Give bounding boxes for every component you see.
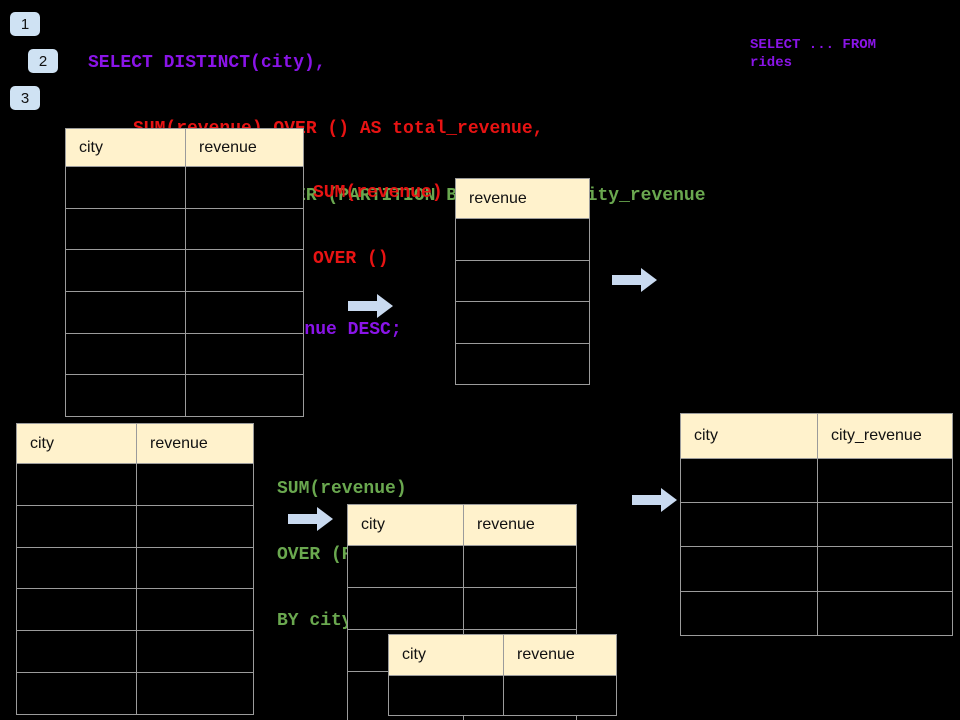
table-cell	[455, 259, 590, 302]
table-cell	[455, 301, 590, 344]
table-cell	[65, 291, 186, 334]
table-row	[347, 587, 577, 630]
table-row	[16, 588, 254, 632]
table-cell	[347, 587, 464, 630]
table-cell	[455, 218, 590, 261]
arrow-right-icon	[348, 294, 393, 318]
column-header: revenue	[503, 634, 617, 676]
table-cell	[16, 546, 137, 590]
table-cell	[65, 207, 186, 251]
table-cell	[817, 590, 953, 636]
table-cell	[463, 545, 577, 588]
table-row	[65, 207, 304, 251]
arrow-right-icon	[612, 268, 657, 292]
step-badge-2: 2	[28, 49, 58, 73]
annotation-line: OVER ()	[313, 249, 389, 269]
table-cell	[463, 587, 577, 630]
side-note-line: rides	[750, 55, 793, 71]
table-cell	[185, 166, 304, 209]
table-cell	[65, 249, 186, 293]
table-row	[347, 545, 577, 588]
table-total-revenue: revenue	[455, 178, 590, 385]
table-cell	[136, 463, 254, 506]
arrow-right-icon	[632, 488, 677, 512]
table-row	[65, 332, 304, 376]
table-cell	[817, 502, 953, 548]
annotation-line: SUM(revenue)	[277, 479, 407, 499]
table-cell	[388, 675, 504, 716]
table-row	[455, 218, 590, 261]
table-row	[680, 590, 953, 636]
column-header: revenue	[455, 178, 590, 219]
table-cell	[185, 374, 304, 418]
annotation-line: SUM(revenue)	[313, 183, 443, 203]
table-cell	[680, 546, 818, 592]
table-row	[455, 259, 590, 302]
table-row	[16, 504, 254, 548]
table-cell	[65, 332, 186, 376]
table-cell	[817, 546, 953, 592]
step-badge-3: 3	[10, 86, 40, 110]
table-cell	[455, 342, 590, 385]
table-cell	[680, 502, 818, 548]
table-cell	[136, 546, 254, 590]
step-badge-1: 1	[10, 12, 40, 36]
table-cell	[16, 463, 137, 506]
table-row	[680, 457, 953, 504]
table-row	[65, 249, 304, 293]
table-cell	[185, 332, 304, 376]
table-cell	[347, 545, 464, 588]
table-cell	[680, 590, 818, 636]
table-cell	[16, 588, 137, 632]
sql-side-note: SELECT ... FROM rides	[750, 36, 876, 72]
table-row	[16, 463, 254, 506]
side-note-line: SELECT ... FROM	[750, 37, 877, 53]
table-cell	[16, 504, 137, 548]
table-cell	[136, 671, 254, 715]
table-row	[455, 301, 590, 344]
table-cell	[16, 630, 137, 673]
table-cell	[65, 374, 186, 418]
column-header: city	[16, 423, 137, 464]
column-header: revenue	[463, 504, 577, 546]
column-header: city	[347, 504, 464, 546]
table-row	[65, 166, 304, 209]
table-row	[65, 291, 304, 334]
table-cell	[136, 630, 254, 673]
table-row	[65, 374, 304, 418]
table-cell	[185, 291, 304, 334]
column-header: city	[388, 634, 504, 676]
arrow-right-icon	[288, 507, 333, 531]
sql-line-select: SELECT DISTINCT(city),	[88, 52, 326, 73]
table-cell	[136, 504, 254, 548]
table-cell	[680, 457, 818, 504]
table-cell	[503, 675, 617, 716]
table-row	[388, 675, 617, 716]
total-revenue-annotation: SUM(revenue) OVER ()	[313, 138, 443, 314]
column-header: revenue	[136, 423, 254, 464]
table-row	[16, 671, 254, 715]
table-row	[455, 342, 590, 385]
table-cell	[16, 671, 137, 715]
table-cell	[817, 457, 953, 504]
table-cell	[185, 249, 304, 293]
column-header: city	[680, 413, 818, 459]
column-header: city_revenue	[817, 413, 953, 459]
table-cell	[185, 207, 304, 251]
table-row	[680, 546, 953, 592]
column-header: revenue	[185, 128, 304, 167]
table-row	[16, 630, 254, 673]
table-cell	[136, 588, 254, 632]
table-row	[680, 502, 953, 548]
column-header: city	[65, 128, 186, 167]
table-cell	[65, 166, 186, 209]
table-row	[16, 546, 254, 590]
